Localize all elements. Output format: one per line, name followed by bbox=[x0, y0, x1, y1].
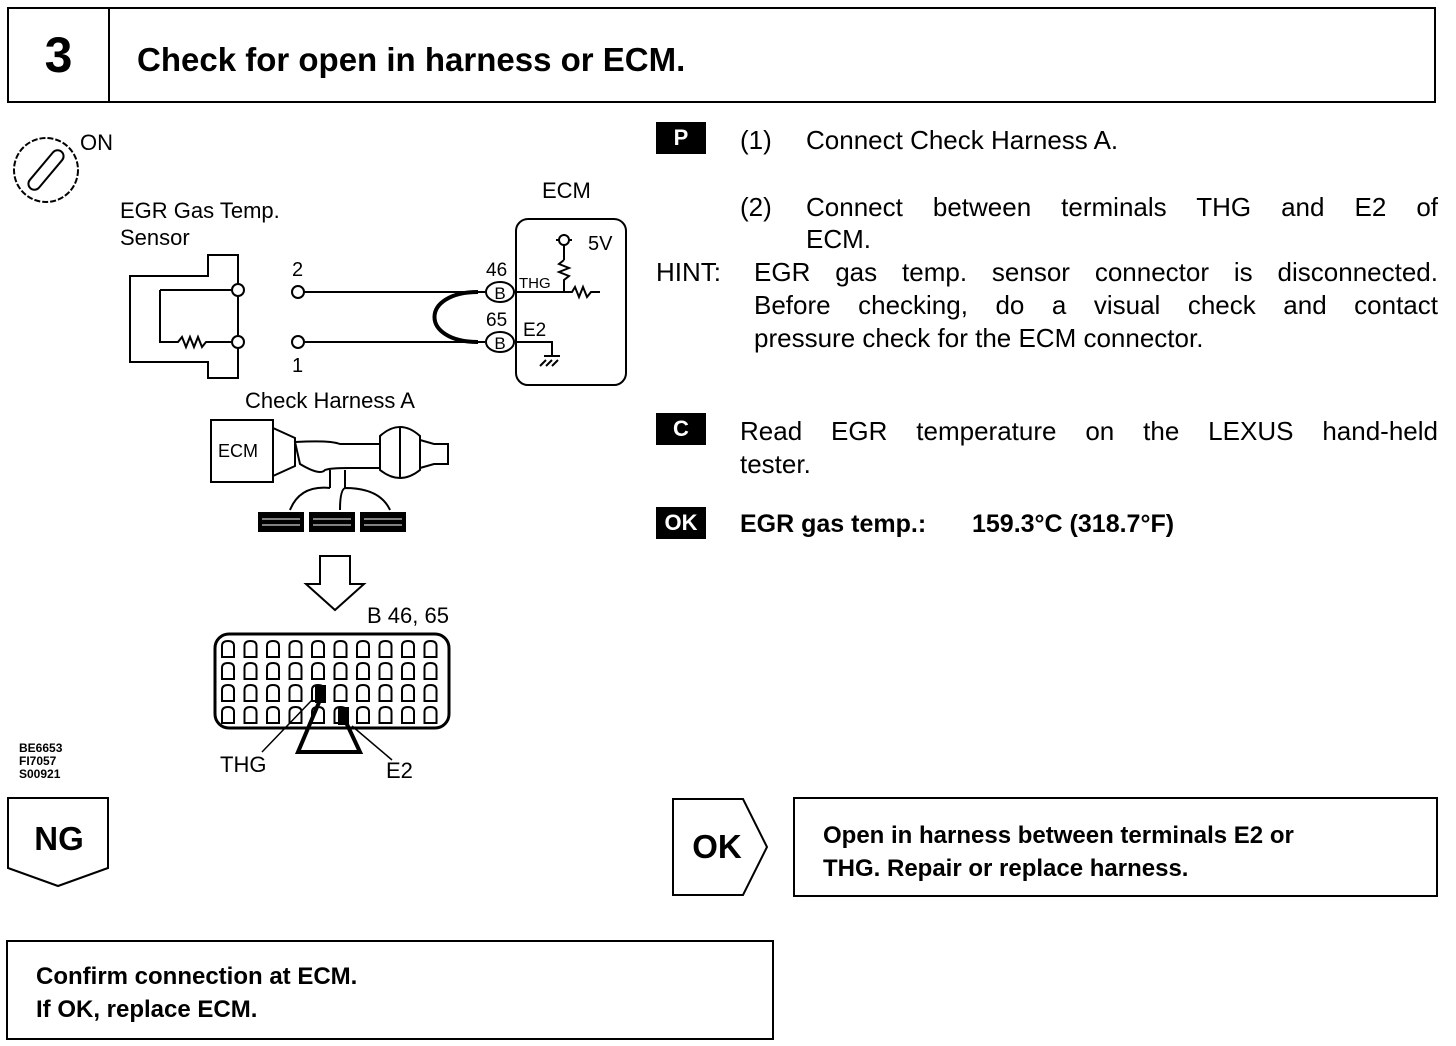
ok-result-line2: THG. Repair or replace harness. bbox=[823, 855, 1189, 882]
sensor-pin-2: 2 bbox=[292, 259, 303, 281]
sensor-pin-1: 1 bbox=[292, 355, 303, 377]
ignition-switch-icon bbox=[13, 137, 79, 203]
connector-pin bbox=[311, 639, 325, 658]
harness-wiring bbox=[291, 285, 485, 349]
connector-pin bbox=[266, 639, 280, 658]
hint-label: HINT: bbox=[656, 257, 721, 287]
connector-pin bbox=[423, 661, 438, 680]
connector-pin bbox=[221, 639, 235, 658]
sensor-label-line2: Sensor bbox=[120, 225, 190, 250]
connector-pin bbox=[378, 705, 393, 724]
step1-number: (1) bbox=[740, 125, 772, 155]
connector-pin bbox=[401, 705, 415, 724]
connector-reference: B 46, 65 bbox=[367, 603, 449, 628]
connector-pin bbox=[333, 683, 348, 702]
step1-text: Connect Check Harness A. bbox=[806, 125, 1119, 155]
connector-b-65: B bbox=[494, 334, 505, 353]
step2-text-line2: ECM. bbox=[806, 224, 871, 254]
connector-pin bbox=[221, 705, 235, 724]
check-harness-illustration bbox=[210, 419, 449, 532]
connector-pin bbox=[401, 683, 415, 702]
connector-pin bbox=[333, 639, 348, 658]
connector-pin bbox=[243, 705, 258, 724]
connector-pin bbox=[243, 683, 258, 702]
terminal-46-label: 46 bbox=[486, 260, 507, 281]
wiring-diagram: ON EGR Gas Temp. Sensor ECM 2 1 46 65 5V… bbox=[13, 130, 627, 783]
ok-result-line1: Open in harness between terminals E2 or bbox=[823, 822, 1294, 849]
figure-code: FI7057 bbox=[19, 754, 57, 768]
voltage-label: 5V bbox=[588, 233, 613, 255]
connector-pin bbox=[266, 661, 280, 680]
egr-sensor-symbol bbox=[129, 254, 245, 379]
connector-pin bbox=[378, 661, 393, 680]
connector-pin bbox=[423, 639, 438, 658]
connector-pin bbox=[356, 683, 370, 702]
connector-pin bbox=[401, 661, 415, 680]
connector-pin bbox=[356, 661, 370, 680]
figure-code: S00921 bbox=[19, 767, 61, 781]
connector-pin bbox=[356, 705, 370, 724]
step2-text-line1: Connect between terminals THG and E2 of bbox=[806, 192, 1438, 222]
ok-result-box: Open in harness between terminals E2 or … bbox=[793, 797, 1438, 897]
ng-result-line2: If OK, replace ECM. bbox=[36, 996, 258, 1023]
step2-number: (2) bbox=[740, 192, 772, 222]
step-title: Check for open in harness or ECM. bbox=[137, 41, 686, 78]
sensor-label-line1: EGR Gas Temp. bbox=[120, 198, 280, 223]
c-text-line2: tester. bbox=[740, 449, 811, 479]
e2-pin-pointer: E2 bbox=[386, 758, 413, 783]
ng-label: NG bbox=[34, 820, 84, 857]
connector-pin bbox=[311, 661, 325, 680]
figure-code: BE6653 bbox=[19, 741, 63, 755]
connector-pin bbox=[401, 639, 415, 658]
ecm-connector-face bbox=[213, 632, 451, 761]
down-arrow-icon bbox=[303, 555, 367, 612]
ecm-box bbox=[515, 218, 627, 386]
ok-criteria-label: EGR gas temp.: bbox=[740, 510, 927, 538]
connector-pin bbox=[266, 683, 280, 702]
ng-result-marker bbox=[7, 797, 109, 888]
connector-pin bbox=[243, 639, 258, 658]
step-header: 3 Check for open in harness or ECM. bbox=[7, 7, 1436, 103]
ng-result-line1: Confirm connection at ECM. bbox=[36, 963, 358, 990]
connector-pin bbox=[288, 661, 303, 680]
c-text-line1: Read EGR temperature on the LEXUS hand-h… bbox=[740, 416, 1438, 446]
c-badge: C bbox=[656, 413, 706, 445]
ignition-on-label: ON bbox=[80, 130, 113, 155]
harness-ecm-label: ECM bbox=[218, 441, 258, 461]
ok-badge: OK bbox=[656, 507, 706, 539]
connector-pin bbox=[423, 705, 438, 724]
thg-terminal-label: THG bbox=[519, 275, 551, 292]
connector-b-46: B bbox=[494, 284, 505, 303]
hint-line1: EGR gas temp. sensor connector is discon… bbox=[754, 257, 1438, 287]
connector-pin bbox=[378, 683, 393, 702]
thg-pin-pointer: THG bbox=[220, 752, 266, 777]
connector-pin bbox=[378, 639, 393, 658]
ng-result-box: Confirm connection at ECM. If OK, replac… bbox=[6, 940, 774, 1040]
hint-line2: Before checking, do a visual check and c… bbox=[754, 290, 1438, 320]
hint-line3: pressure check for the ECM connector. bbox=[754, 323, 1204, 353]
ok-label: OK bbox=[692, 828, 742, 865]
step-number: 3 bbox=[9, 9, 110, 101]
ecm-label: ECM bbox=[542, 178, 591, 203]
ok-criteria-value: 159.3°C (318.7°F) bbox=[972, 510, 1175, 538]
connector-pin bbox=[243, 661, 258, 680]
connector-pin bbox=[266, 705, 280, 724]
connector-pin bbox=[288, 683, 303, 702]
terminal-65-label: 65 bbox=[486, 310, 507, 331]
connector-pin bbox=[356, 639, 370, 658]
connector-pin bbox=[423, 683, 438, 702]
ok-result-marker bbox=[672, 798, 769, 896]
connector-pin bbox=[333, 661, 348, 680]
connector-pin bbox=[288, 639, 303, 658]
check-harness-label: Check Harness A bbox=[245, 388, 415, 413]
p-badge: P bbox=[656, 122, 706, 154]
connector-pin bbox=[221, 683, 235, 702]
e2-terminal-label: E2 bbox=[523, 320, 546, 341]
figure-codes: BE6653 FI7057 S00921 bbox=[19, 742, 62, 781]
connector-pin bbox=[221, 661, 235, 680]
